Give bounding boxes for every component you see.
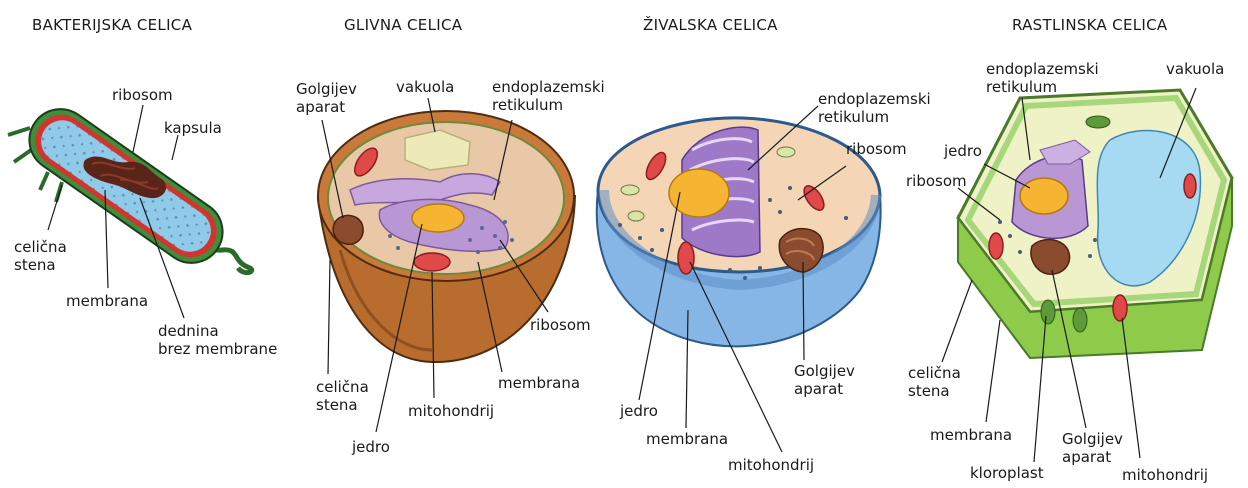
animal-label-jedro: jedro [620,402,658,420]
plant-label-kloroplast: kloroplast [970,464,1044,482]
fungus-label-golgi: Golgijev aparat [296,80,357,116]
bacteria-label-celicna-stena: celična stena [14,238,67,274]
bacteria-label-kapsula: kapsula [164,119,222,137]
fungus-label-jedro: jedro [352,438,390,456]
fungal-cell-title: GLIVNA CELICA [344,16,462,34]
fungus-label-celicna-stena: celična stena [316,378,369,414]
animal-cell-illustration [597,118,881,346]
animal-label-golgi: Golgijev aparat [794,362,855,398]
plant-label-er: endoplazemski retikulum [986,60,1099,96]
animal-label-membrana: membrana [646,430,728,448]
plant-cell-title: RASTLINSKA CELICA [1012,16,1167,34]
animal-label-mitohondrij: mitohondrij [728,456,814,474]
fungus-label-mitohondrij: mitohondrij [408,402,494,420]
plant-label-golgi: Golgijev aparat [1062,430,1123,466]
fungus-label-vakuola: vakuola [396,78,454,96]
plant-label-ribosom: ribosom [906,172,967,190]
fungus-label-membrana: membrana [498,374,580,392]
plant-label-membrana: membrana [930,426,1012,444]
plant-cell-illustration [958,90,1232,358]
bacteria-label-ribosom: ribosom [112,86,173,104]
plant-label-mitohondrij: mitohondrij [1122,466,1208,484]
fungus-label-ribosom: ribosom [530,316,591,334]
plant-label-celicna-stena: celična stena [908,364,961,400]
animal-label-ribosom: ribosom [846,140,907,158]
bacterial-cell-title: BAKTERIJSKA CELICA [32,16,192,34]
animal-cell-title: ŽIVALSKA CELICA [643,16,778,34]
plant-label-vakuola: vakuola [1166,60,1224,78]
animal-label-er: endoplazemski retikulum [818,90,931,126]
plant-label-jedro: jedro [944,142,982,160]
bacteria-label-dednina: dednina brez membrane [158,322,277,358]
fungus-label-er: endoplazemski retikulum [492,78,605,114]
bacteria-label-membrana: membrana [66,292,148,310]
